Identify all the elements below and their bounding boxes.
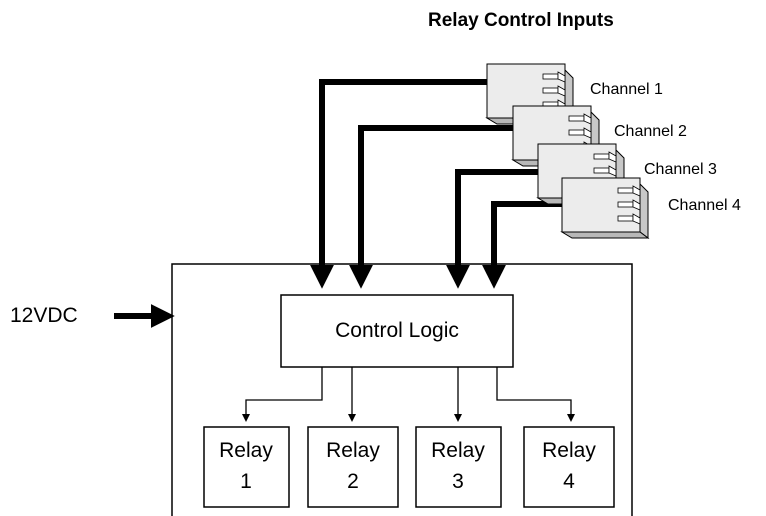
relay-3-number: 3 — [452, 470, 464, 493]
relay-3-label: Relay — [431, 439, 485, 462]
channel-1-wire — [310, 79, 487, 289]
relay-4-number: 4 — [563, 470, 575, 493]
relay-2-number: 2 — [347, 470, 359, 493]
control-logic-box — [280, 294, 514, 368]
channel-3-wire — [446, 169, 538, 289]
channel-4-label: Channel 4 — [668, 197, 741, 214]
channel-4-wire — [482, 201, 562, 289]
relay-wires — [242, 367, 575, 422]
relay-4-wire — [496, 367, 575, 422]
relay-4: Relay 4 — [523, 426, 615, 508]
channel-2-wire — [349, 125, 513, 289]
channel-1-label: Channel 1 — [590, 81, 663, 98]
relay-3: Relay 3 — [415, 426, 502, 508]
relay-1-number: 1 — [240, 470, 252, 493]
relay-1-wire — [242, 367, 323, 422]
power-label: 12VDC — [10, 304, 78, 327]
channel-wires — [310, 79, 562, 289]
relay-4-label: Relay — [542, 439, 596, 462]
control-logic-label: Control Logic — [335, 319, 459, 342]
channel-4-connector-icon — [561, 177, 649, 239]
relay-2-label: Relay — [326, 439, 380, 462]
diagram-title: Relay Control Inputs — [428, 10, 614, 31]
relay-1: Relay 1 — [203, 426, 290, 508]
relay-1-label: Relay — [219, 439, 273, 462]
relay-2: Relay 2 — [307, 426, 399, 508]
channel-3-label: Channel 3 — [644, 161, 717, 178]
channel-2-label: Channel 2 — [614, 123, 687, 140]
